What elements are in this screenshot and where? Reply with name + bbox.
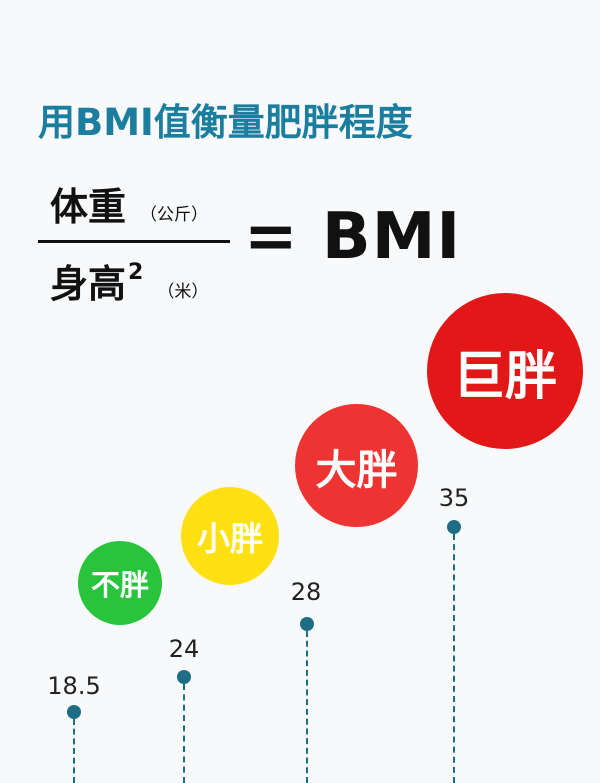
numerator-unit: （公斤） [140,205,209,225]
threshold-line [306,631,308,783]
page-title: 用BMI值衡量肥胖程度 [38,101,413,144]
threshold-dot [300,617,314,631]
formula-result: = BMI [244,200,461,274]
numerator-text: 体重 [50,185,127,229]
formula-numerator: 体重 （公斤） [50,176,208,231]
category-circle-slightly-fat: 小胖 [181,487,279,585]
threshold-value: 28 [290,578,322,606]
formula-denominator: 身高2 （米） [50,253,208,308]
equals-sign: = [244,200,299,274]
threshold-line [183,684,185,783]
category-circle-fat: 大胖 [295,404,418,527]
category-circle-very-fat: 巨胖 [427,293,583,449]
threshold-value: 35 [438,484,470,512]
bmi-label: BMI [321,200,462,274]
fraction-line [38,240,230,243]
threshold-dot [177,670,191,684]
threshold-value: 24 [168,635,200,663]
threshold-value: 18.5 [47,672,101,700]
threshold-dot [447,520,461,534]
category-circle-not-fat: 不胖 [78,541,162,625]
threshold-dot [67,705,81,719]
denominator-exponent: 2 [128,260,144,285]
threshold-line [73,719,75,783]
denominator-unit: （米） [157,282,209,302]
denominator-text: 身高 [50,262,127,306]
threshold-line [453,534,455,783]
